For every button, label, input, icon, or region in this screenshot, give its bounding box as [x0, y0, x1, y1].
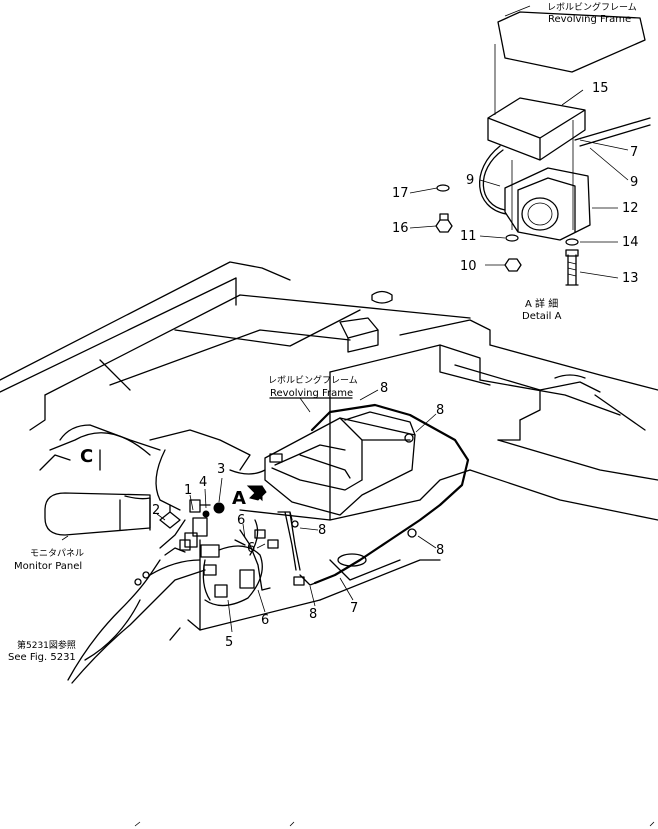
solenoid-relay — [159, 504, 181, 529]
washer — [505, 234, 519, 242]
connector — [254, 529, 266, 539]
callout-6-c: 6 — [261, 613, 269, 628]
lamp-housing — [264, 411, 416, 516]
clip — [202, 510, 210, 518]
wiring-harness — [67, 517, 271, 684]
callout-1: 1 — [184, 483, 192, 498]
monitor-panel — [44, 492, 151, 536]
connector — [239, 569, 255, 589]
detail-label-en: Detail A — [522, 311, 562, 322]
grommet — [213, 502, 225, 514]
callout-8-lowright: 8 — [436, 543, 444, 558]
lamp-cable — [277, 403, 470, 586]
callout-8-top: 8 — [380, 381, 388, 396]
monitor-panel-label-jp: モニタパネル — [30, 548, 84, 559]
see-fig-label-en: See Fig. 5231 — [8, 652, 76, 663]
bolt — [565, 249, 579, 286]
callout-2: 2 — [152, 503, 160, 518]
callout-4: 4 — [199, 475, 207, 490]
callout-9-right: 9 — [630, 175, 638, 190]
callout-17: 17 — [392, 186, 409, 201]
nut — [435, 213, 453, 233]
callout-5: 5 — [225, 635, 233, 650]
switch-component — [189, 499, 211, 513]
washer — [565, 238, 579, 246]
callout-12: 12 — [622, 201, 639, 216]
detail-label-jp: A 詳 細 — [525, 297, 558, 310]
machine-frame — [0, 261, 658, 641]
washer — [436, 184, 450, 192]
callout-14: 14 — [622, 235, 639, 250]
callout-10: 10 — [460, 259, 477, 274]
revolving-frame-label-jp: レボルビングフレーム — [547, 1, 637, 13]
connector — [267, 539, 279, 549]
callout-6-b: 6 — [247, 541, 255, 556]
callout-8-bottom: 8 — [309, 607, 317, 622]
monitor-panel-label-en: Monitor Panel — [14, 561, 82, 572]
detail-a-view — [409, 5, 651, 286]
lamp-lens — [521, 197, 559, 231]
callout-7-detail: 7 — [630, 145, 638, 160]
centerline — [494, 44, 574, 230]
callout-9-left: 9 — [466, 173, 474, 188]
callout-3: 3 — [217, 462, 225, 477]
work-lamp — [504, 167, 591, 241]
callout-15: 15 — [592, 81, 609, 96]
main-revolving-frame-jp: レボルビングフレーム — [268, 374, 358, 386]
revolving-frame-label-en: Revolving Frame — [548, 14, 631, 25]
view-a-arrow — [246, 485, 267, 502]
callout-8-right: 8 — [436, 403, 444, 418]
detail-frame-plate — [497, 11, 646, 73]
main-revolving-frame-en: Revolving Frame — [270, 388, 353, 399]
see-fig-label-jp: 第5231図参照 — [17, 639, 76, 651]
callout-8-mid: 8 — [318, 523, 326, 538]
cab-area — [39, 424, 266, 511]
area-c-letter: C — [80, 446, 93, 467]
view-a-letter: A — [232, 488, 246, 509]
callout-16: 16 — [392, 221, 409, 236]
bracket — [487, 97, 586, 161]
callout-11: 11 — [460, 229, 477, 244]
callout-6-a: 6 — [237, 513, 245, 528]
callout-13: 13 — [622, 271, 639, 286]
nut — [504, 258, 522, 272]
callout-7-main: 7 — [350, 601, 358, 616]
